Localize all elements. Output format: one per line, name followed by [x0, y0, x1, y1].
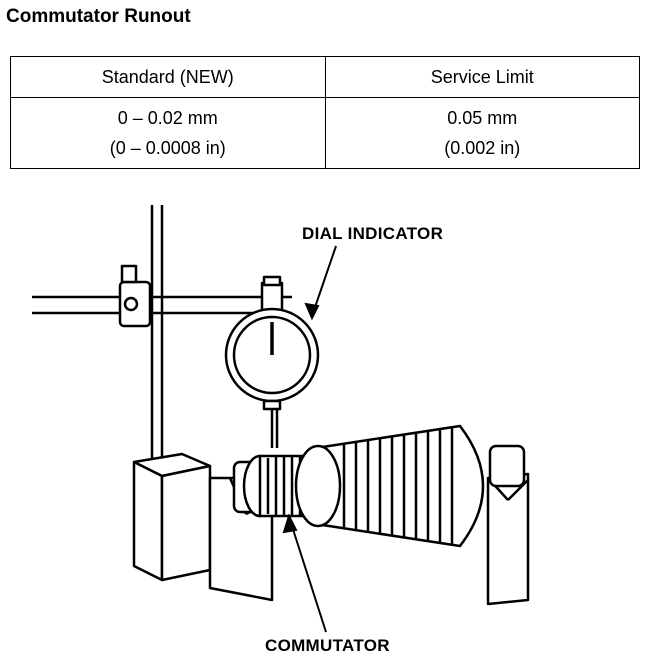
commutator-arrowhead — [282, 513, 298, 534]
dial-indicator-leader — [311, 245, 337, 317]
spec-table: Standard (NEW) Service Limit 0 – 0.02 mm… — [10, 56, 640, 169]
gauge-bracket — [260, 275, 284, 315]
standard-metric: 0 – 0.02 mm — [117, 108, 218, 128]
commutator-label: COMMUTATOR — [265, 636, 390, 655]
magnetic-base — [132, 452, 212, 582]
dial-indicator-arrowhead — [304, 302, 320, 321]
header-service-limit: Service Limit — [324, 56, 640, 98]
commutator-leader — [289, 519, 327, 633]
armature-core — [294, 424, 485, 548]
table-header-row: Standard (NEW) Service Limit — [10, 56, 640, 98]
dial-indicator-label: DIAL INDICATOR — [302, 224, 444, 243]
rod-clamp — [118, 264, 152, 328]
stand-rod — [150, 205, 164, 462]
cell-standard: 0 – 0.02 mm (0 – 0.0008 in) — [10, 97, 326, 169]
cell-service-limit: 0.05 mm (0.002 in) — [324, 97, 640, 169]
horizontal-arm — [32, 295, 292, 315]
limit-metric: 0.05 mm — [447, 108, 518, 128]
limit-imperial: (0.002 in) — [444, 138, 521, 158]
table-row: 0 – 0.02 mm (0 – 0.0008 in) 0.05 mm (0.0… — [10, 97, 640, 169]
header-standard: Standard (NEW) — [10, 56, 326, 98]
runout-illustration — [32, 205, 530, 633]
dial-indicator — [224, 307, 320, 448]
standard-imperial: (0 – 0.0008 in) — [109, 138, 226, 158]
page-title: Commutator Runout — [6, 6, 191, 27]
v-block-right — [486, 472, 530, 606]
